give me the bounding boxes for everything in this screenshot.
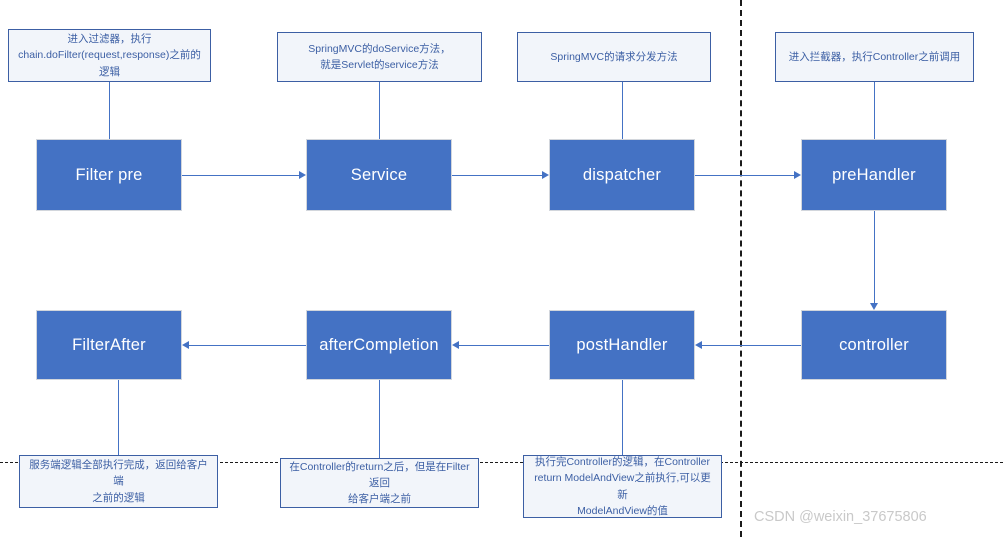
node-dispatcher[interactable]: dispatcher [549, 139, 695, 211]
connector-node-filter-after-to-note [118, 380, 119, 455]
note-post-handler-line3: ModelAndView的值 [577, 504, 668, 517]
arrow-filter-pre-to-service-line [182, 175, 299, 176]
note-filter-pre-line1: 进入过滤器，执行 [67, 33, 152, 46]
note-filter-after-line1: 服务端逻辑全部执行完成，返回给客户端 [29, 459, 208, 488]
arrow-dispatcher-to-pre-handler-head [794, 170, 801, 179]
note-after-completion-line1: 在Controller的return之后，但是在Filter返回 [289, 460, 470, 489]
note-dispatcher: SpringMVC的请求分发方法 [517, 32, 711, 82]
note-post-handler-line1: 执行完Controller的逻辑，在Controller [534, 455, 711, 468]
arrow-pre-handler-to-controller-head [869, 303, 878, 310]
note-filter-pre: 进入过滤器，执行 chain.doFilter(request,response… [8, 29, 211, 82]
node-controller-label: controller [839, 335, 909, 354]
note-filter-after-line2: 之前的逻辑 [92, 491, 145, 504]
note-service-line2: 就是Servlet的service方法 [320, 59, 439, 71]
note-post-handler-line2: return ModelAndView之前执行,可以更新 [534, 472, 711, 501]
node-filter-after-label: FilterAfter [72, 335, 146, 354]
note-after-completion-line2: 给客户端之前 [348, 493, 411, 506]
note-service-line1: SpringMVC的doService方法， [308, 42, 451, 55]
arrow-after-completion-to-filter-after-line [189, 345, 306, 346]
arrow-controller-to-post-handler-head [695, 340, 702, 349]
arrow-dispatcher-to-pre-handler-line [695, 175, 794, 176]
arrow-after-completion-to-filter-after-head [182, 340, 189, 349]
watermark-text: CSDN @weixin_37675806 [754, 509, 927, 525]
connector-note-dispatcher-to-node [622, 82, 623, 139]
note-filter-pre-line2: chain.doFilter(request,response)之前的逻辑 [18, 49, 201, 78]
note-pre-handler: 进入拦截器，执行Controller之前调用 [775, 32, 974, 82]
arrow-post-handler-to-after-completion-line [459, 345, 549, 346]
note-filter-after: 服务端逻辑全部执行完成，返回给客户端 之前的逻辑 [19, 455, 218, 508]
node-post-handler-label: postHandler [576, 335, 668, 354]
note-dispatcher-line1: SpringMVC的请求分发方法 [550, 50, 678, 63]
arrow-service-to-dispatcher-line [452, 175, 542, 176]
node-after-completion-label: afterCompletion [319, 335, 439, 354]
horizontal-separator-dashed-line [0, 462, 1003, 463]
node-service-label: Service [350, 165, 408, 184]
arrow-post-handler-to-after-completion-head [452, 340, 459, 349]
note-pre-handler-line1: 进入拦截器，执行Controller之前调用 [788, 50, 961, 63]
connector-note-filter-pre-to-node [109, 82, 110, 139]
node-pre-handler-label: preHandler [832, 165, 916, 184]
node-filter-after[interactable]: FilterAfter [36, 310, 182, 380]
connector-note-pre-handler-to-node [874, 82, 875, 139]
note-service: SpringMVC的doService方法， 就是Servlet的service… [277, 32, 482, 82]
node-post-handler[interactable]: postHandler [549, 310, 695, 380]
arrow-controller-to-post-handler-line [702, 345, 801, 346]
connector-node-after-completion-to-note [379, 380, 380, 458]
node-pre-handler[interactable]: preHandler [801, 139, 947, 211]
vertical-separator-dashed-line [740, 0, 742, 537]
connector-note-service-to-node [379, 82, 380, 139]
arrow-pre-handler-to-controller-line [874, 211, 875, 303]
arrow-filter-pre-to-service-head [299, 170, 306, 179]
node-controller[interactable]: controller [801, 310, 947, 380]
arrow-service-to-dispatcher-head [542, 170, 549, 179]
node-dispatcher-label: dispatcher [582, 165, 662, 184]
note-post-handler: 执行完Controller的逻辑，在Controller return Mode… [523, 455, 722, 518]
node-after-completion[interactable]: afterCompletion [306, 310, 452, 380]
note-after-completion: 在Controller的return之后，但是在Filter返回 给客户端之前 [280, 458, 479, 508]
node-service[interactable]: Service [306, 139, 452, 211]
connector-node-post-handler-to-note [622, 380, 623, 455]
node-filter-pre[interactable]: Filter pre [36, 139, 182, 211]
node-filter-pre-label: Filter pre [75, 165, 143, 184]
